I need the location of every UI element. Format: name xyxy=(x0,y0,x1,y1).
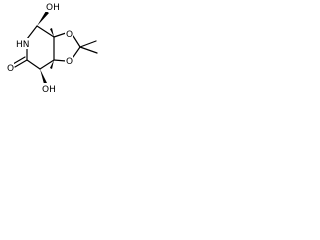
bond-methyl-a xyxy=(79,40,97,48)
azepane-ring xyxy=(26,25,55,70)
bond-o-lower-c4 xyxy=(53,59,67,62)
wedge-c5-h xyxy=(50,28,54,37)
stereo-bonds xyxy=(37,11,54,84)
atom-label-hn: HN xyxy=(16,40,30,50)
bond-c1-n xyxy=(26,25,38,40)
atom-labels: OH HN O O O OH xyxy=(6,1,73,94)
bond-c2-c3 xyxy=(26,59,41,70)
atom-label-o-upper: O xyxy=(66,30,73,40)
bond-c5-o-upper xyxy=(53,32,67,38)
atom-label-oh-bottom: OH xyxy=(42,85,56,94)
bond-o-upper-cq xyxy=(72,35,81,48)
wedge-c1-oh-top xyxy=(37,11,49,26)
bond-c2-o-carbonyl-2 xyxy=(12,56,26,65)
carbonyl-bond xyxy=(12,56,28,68)
atom-label-o-lower: O xyxy=(66,57,73,67)
wedge-c4-h xyxy=(50,60,54,69)
atom-label-oh-top: OH xyxy=(46,3,60,13)
bond-c3-c4 xyxy=(39,59,55,70)
bond-c2-o-carbonyl-1 xyxy=(14,59,28,68)
bond-c5-c1 xyxy=(36,25,55,38)
bond-methyl-b xyxy=(79,46,98,54)
dioxolane-ring xyxy=(53,32,98,62)
wedge-c3-oh-bottom xyxy=(40,69,47,84)
chemical-structure-diagram: OH HN O O O OH xyxy=(6,1,98,94)
atom-label-o-carbonyl: O xyxy=(7,64,14,74)
bond-cq-o-lower xyxy=(72,46,81,58)
